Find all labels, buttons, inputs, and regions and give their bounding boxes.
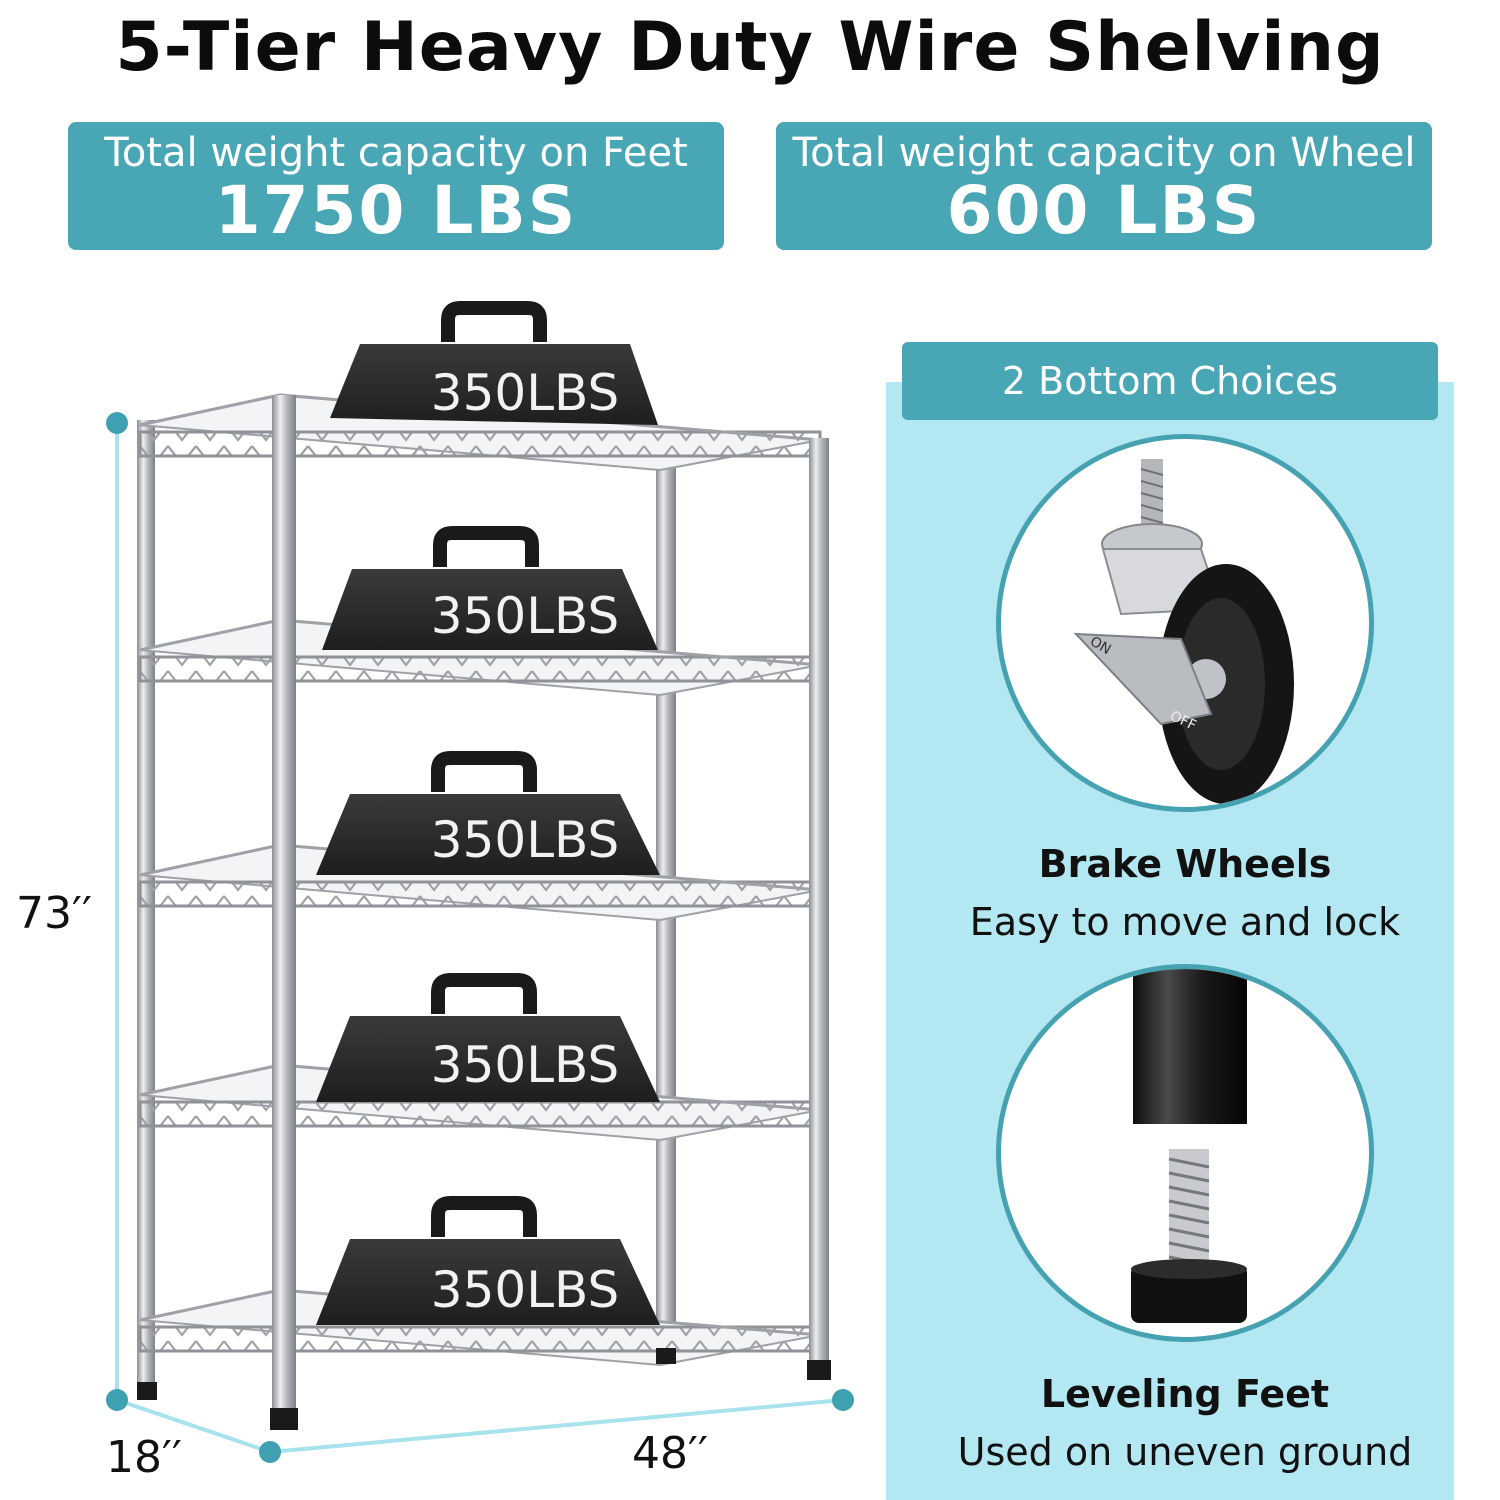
shelf-illustration: 350LBS 350LBS 350LBS 350LBS 350LBS: [106, 301, 854, 1463]
option-brake-wheels-desc: Easy to move and lock: [969, 900, 1401, 944]
dimension-width: 48′′: [632, 1428, 708, 1479]
bottom-choices-header: 2 Bottom Choices: [902, 342, 1438, 420]
leveling-foot-icon: [1131, 969, 1247, 1323]
option-leveling-feet-title: Leveling Feet: [1040, 1372, 1330, 1416]
weight-label-5: 350LBS: [431, 1261, 619, 1319]
caster-wheel-icon: ON OFF: [1073, 459, 1294, 804]
dimension-height: 73′′: [16, 888, 92, 939]
wire-shelves: [138, 393, 822, 1367]
dimension-depth: 18′′: [106, 1432, 182, 1483]
capacity-wheel-value: 600 LBS: [946, 172, 1262, 249]
front-posts: [137, 395, 831, 1430]
weight-label-3: 350LBS: [431, 811, 619, 869]
leveling-feet-image: [996, 964, 1374, 1342]
capacity-wheel-box: Total weight capacity on Wheel 600 LBS: [776, 122, 1432, 250]
dimension-dots: [106, 412, 854, 1463]
capacity-wheel-label: Total weight capacity on Wheel: [792, 130, 1416, 176]
weights: 350LBS 350LBS 350LBS 350LBS 350LBS: [316, 301, 660, 1325]
option-brake-wheels-title: Brake Wheels: [1038, 842, 1332, 886]
weight-5: [316, 1196, 660, 1325]
weight-label-2: 350LBS: [431, 587, 619, 645]
option-leveling-feet-desc: Used on uneven ground: [957, 1430, 1413, 1474]
weight-label-4: 350LBS: [431, 1036, 619, 1094]
weight-2: [322, 526, 658, 650]
dimension-lines: [115, 425, 844, 1454]
weight-3: [316, 751, 660, 875]
capacity-feet-label: Total weight capacity on Feet: [104, 130, 688, 176]
weight-4: [316, 973, 660, 1102]
capacity-feet-value: 1750 LBS: [214, 172, 578, 249]
page-title: 5-Tier Heavy Duty Wire Shelving: [115, 8, 1385, 87]
weight-1: [330, 301, 658, 425]
weight-label-1: 350LBS: [431, 364, 619, 422]
brake-wheel-image: ON OFF: [996, 434, 1374, 812]
capacity-feet-box: Total weight capacity on Feet 1750 LBS: [68, 122, 724, 250]
